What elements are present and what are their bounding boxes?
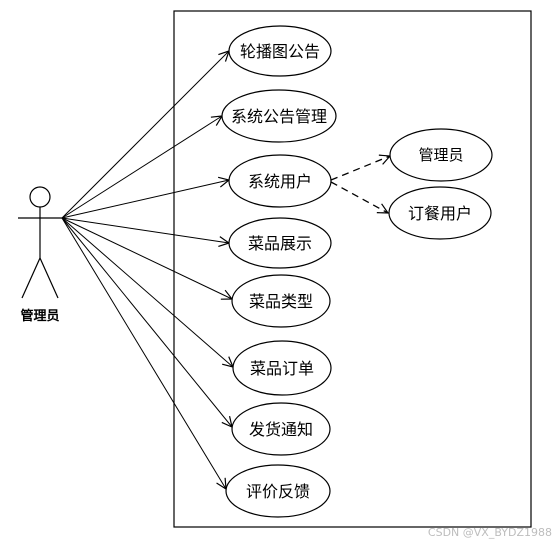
use-case-5[interactable]: 菜品类型 [231,274,331,328]
extensions [330,156,390,213]
use-case-6[interactable]: 菜品订单 [232,340,332,396]
extension-child-orderer[interactable]: 订餐用户 [388,186,492,240]
extension-to-orderer [330,181,388,213]
actor-figure [18,186,62,299]
association-uc-8 [61,217,226,489]
extension-to-admin [330,156,390,181]
use-case-5-label: 菜品类型 [249,292,313,311]
actor-head [29,186,51,208]
use-case-7-label: 发货通知 [249,420,313,439]
use-case-3-label: 系统用户 [248,172,312,191]
use-case-6-label: 菜品订单 [250,359,314,378]
association-uc-2 [61,116,222,219]
actor-left-leg [21,257,41,299]
associations [61,51,233,489]
use-case-8[interactable]: 评价反馈 [225,464,331,518]
association-uc-6 [61,217,233,367]
use-case-7[interactable]: 发货通知 [231,402,331,456]
actor-label: 管理员 [20,308,59,324]
association-uc-1 [61,51,229,219]
use-case-8-label: 评价反馈 [246,482,310,501]
use-case-4-label: 菜品展示 [248,234,312,253]
use-cases: 轮播图公告 系统公告管理 系统用户 菜品展示 菜品类型 菜品订单 发货通知 评 [221,25,337,518]
watermark-text: CSDN @VX_BYDZ1988 [427,526,552,539]
system-boundary [173,10,532,528]
association-uc-4 [61,217,229,243]
use-case-1[interactable]: 轮播图公告 [228,25,332,77]
use-case-1-label: 轮播图公告 [240,42,320,61]
use-case-2-label: 系统公告管理 [231,107,327,126]
use-case-4[interactable]: 菜品展示 [228,217,332,269]
association-uc-5 [61,217,232,299]
extension-child-orderer-label: 订餐用户 [408,204,472,223]
use-case-2[interactable]: 系统公告管理 [221,89,337,143]
association-uc-7 [61,217,232,427]
extension-children: 管理员 订餐用户 [388,128,493,240]
extension-child-admin[interactable]: 管理员 [389,128,493,182]
use-case-3[interactable]: 系统用户 [228,154,332,208]
association-uc-3 [61,180,229,219]
extension-child-admin-label: 管理员 [418,146,463,164]
actor-right-leg [39,257,59,299]
